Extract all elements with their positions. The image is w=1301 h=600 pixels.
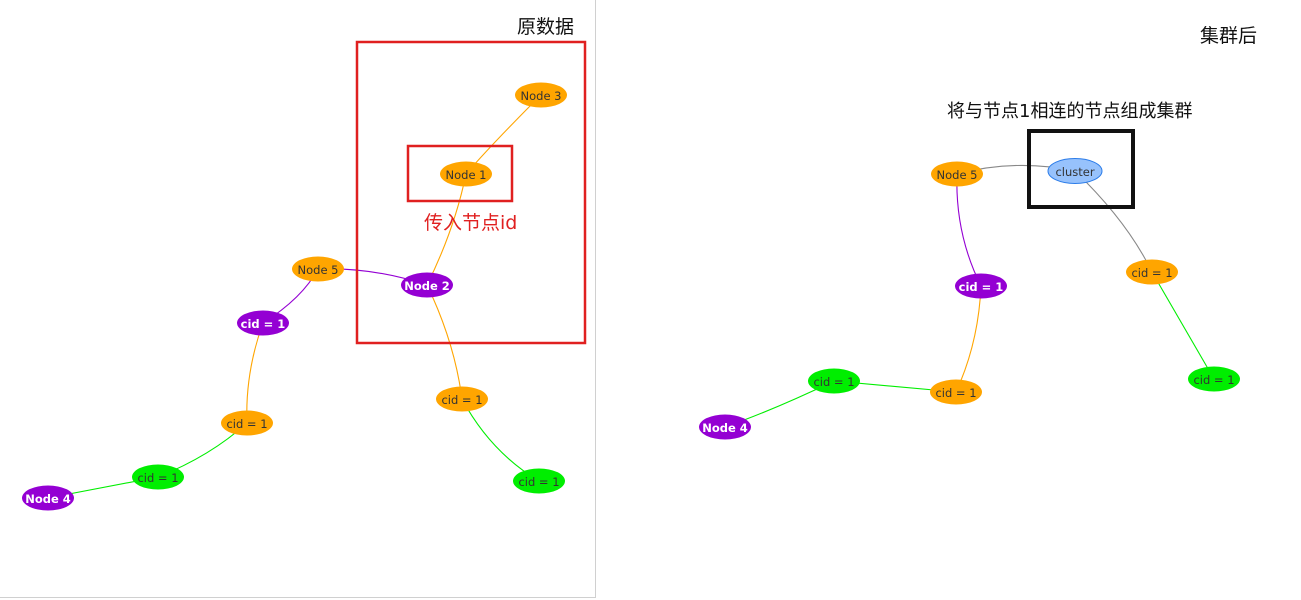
edge-c4-c5[interactable] [1151,271,1215,380]
graph-node-c2[interactable]: cid = 1 [930,379,982,405]
graph-node-c1[interactable]: cid = 1 [237,310,289,336]
clustered-graph-panel[interactable]: 集群后 将与节点1相连的节点组成集群 cluster Node 5 cid = 1 c… [597,0,1301,597]
selection-region-box [355,40,587,345]
graph-node-c2[interactable]: cid = 1 [221,410,273,436]
edge-n3-n1[interactable] [465,94,542,175]
cluster-description-annotation: 将与节点1相连的节点组成集群 [947,101,1192,122]
node-ellipse[interactable] [931,161,983,187]
node-label: cluster [1055,165,1094,179]
node-label: Node 5 [937,168,978,182]
edge-c4-c5[interactable] [461,398,540,482]
graph-node-c5[interactable]: cid = 1 [1188,366,1240,392]
graph-node-n4[interactable]: Node 4 [699,414,751,440]
node-label: Node 4 [702,421,748,435]
edge-cl-c4[interactable] [1074,170,1153,273]
node-label: cid = 1 [959,280,1004,294]
node-label: cid = 1 [1131,266,1172,280]
graph-node-c4[interactable]: cid = 1 [436,386,488,412]
edge-n5-c1[interactable] [956,173,982,287]
graph-node-c3[interactable]: cid = 1 [808,368,860,394]
graph-node-n2[interactable]: Node 2 [401,272,453,298]
node-1-highlight-box [406,144,514,203]
graph-node-n4[interactable]: Node 4 [22,485,74,511]
graph-node-c4[interactable]: cid = 1 [1126,259,1178,285]
original-data-title: 原数据 [517,16,575,38]
graph-node-n3[interactable]: Node 3 [515,82,567,108]
node-ellipse[interactable] [440,161,492,187]
node-label: Node 1 [446,168,487,182]
node-ellipse[interactable] [1188,366,1240,392]
node-ellipse[interactable] [515,82,567,108]
node-label: Node 3 [521,89,562,103]
node-label: Node 5 [298,263,339,277]
graph-node-cl[interactable]: cluster [1047,158,1103,184]
node-ellipse[interactable] [1126,259,1178,285]
edge-c1-c2[interactable] [955,285,982,393]
node-ellipse[interactable] [22,485,74,511]
clustered-graph-canvas[interactable]: 将与节点1相连的节点组成集群 cluster Node 5 cid = 1 cid =… [597,0,1301,597]
node-ellipse[interactable] [132,464,184,490]
node-ellipse[interactable] [808,368,860,394]
after-clustering-title: 集群后 [1200,25,1258,47]
graph-node-c3[interactable]: cid = 1 [132,464,184,490]
node-label: cid = 1 [226,417,267,431]
node-label: cid = 1 [241,317,286,331]
node-ellipse[interactable] [1047,158,1103,184]
node-ellipse[interactable] [436,386,488,412]
original-graph-panel[interactable]: 原数据 传入节点id Node 3 Node 1 Node 5 Node 2 cid =… [0,0,596,598]
node-label: cid = 1 [935,386,976,400]
graph-node-n5[interactable]: Node 5 [292,256,344,282]
node-label: cid = 1 [137,471,178,485]
graph-node-c5[interactable]: cid = 1 [513,468,565,494]
node-label: Node 4 [25,492,71,506]
node-ellipse[interactable] [237,310,289,336]
node-ellipse[interactable] [513,468,565,494]
node-ellipse[interactable] [221,410,273,436]
node-label: cid = 1 [1193,373,1234,387]
node-ellipse[interactable] [401,272,453,298]
node-label: cid = 1 [441,393,482,407]
node-ellipse[interactable] [699,414,751,440]
graph-node-c1[interactable]: cid = 1 [955,273,1007,299]
node-label: Node 2 [404,279,450,293]
node-ellipse[interactable] [930,379,982,405]
original-graph-canvas[interactable]: 传入节点id Node 3 Node 1 Node 5 Node 2 cid = 1 ci… [0,0,595,597]
node-ellipse[interactable] [955,273,1007,299]
pass-node-id-annotation: 传入节点id [424,212,517,234]
node-label: cid = 1 [813,375,854,389]
edge-c1-c2[interactable] [246,322,264,424]
graph-node-n1[interactable]: Node 1 [440,161,492,187]
cluster-highlight-box [1027,129,1135,209]
graph-node-n5[interactable]: Node 5 [931,161,983,187]
node-ellipse[interactable] [292,256,344,282]
node-label: cid = 1 [518,475,559,489]
